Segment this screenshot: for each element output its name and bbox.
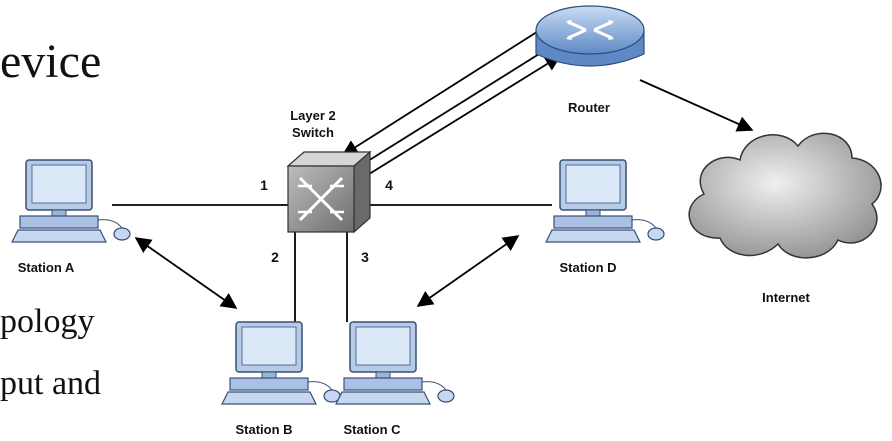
- computer-icon: [545, 159, 665, 243]
- double-arrow-a-b: [134, 237, 238, 309]
- slide-text-line-2: pology: [0, 303, 95, 340]
- port-number-2: 2: [271, 249, 279, 265]
- switch-label-line-1: Layer 2: [290, 108, 336, 123]
- slide-text-line-1: evice: [0, 35, 102, 88]
- slide-text-line-3: put and: [0, 365, 102, 402]
- computer-icon: [335, 321, 455, 405]
- port-number-3: 3: [361, 249, 369, 265]
- computer-icon: [11, 159, 131, 243]
- internet-label: Internet: [762, 290, 810, 305]
- station-b-label: Station B: [235, 422, 292, 437]
- arrow-router-to-switch: [341, 29, 541, 156]
- switch-label-line-2: Switch: [292, 125, 334, 140]
- port-number-1: 1: [260, 177, 268, 193]
- station-d-label: Station D: [559, 260, 616, 275]
- arrow-router-to-internet: [639, 79, 754, 132]
- station-a-label: Station A: [18, 260, 75, 275]
- port-number-4: 4: [385, 177, 393, 193]
- arrow-switch-to-router: [365, 55, 562, 177]
- switch-icon: [286, 150, 372, 234]
- cloud-icon: [688, 132, 882, 259]
- line-switch-to-router: [359, 43, 556, 167]
- station-c-label: Station C: [343, 422, 401, 437]
- router-label: Router: [568, 100, 610, 115]
- double-arrow-c-d: [416, 235, 520, 307]
- computer-icon: [221, 321, 341, 405]
- router-icon: [535, 5, 645, 67]
